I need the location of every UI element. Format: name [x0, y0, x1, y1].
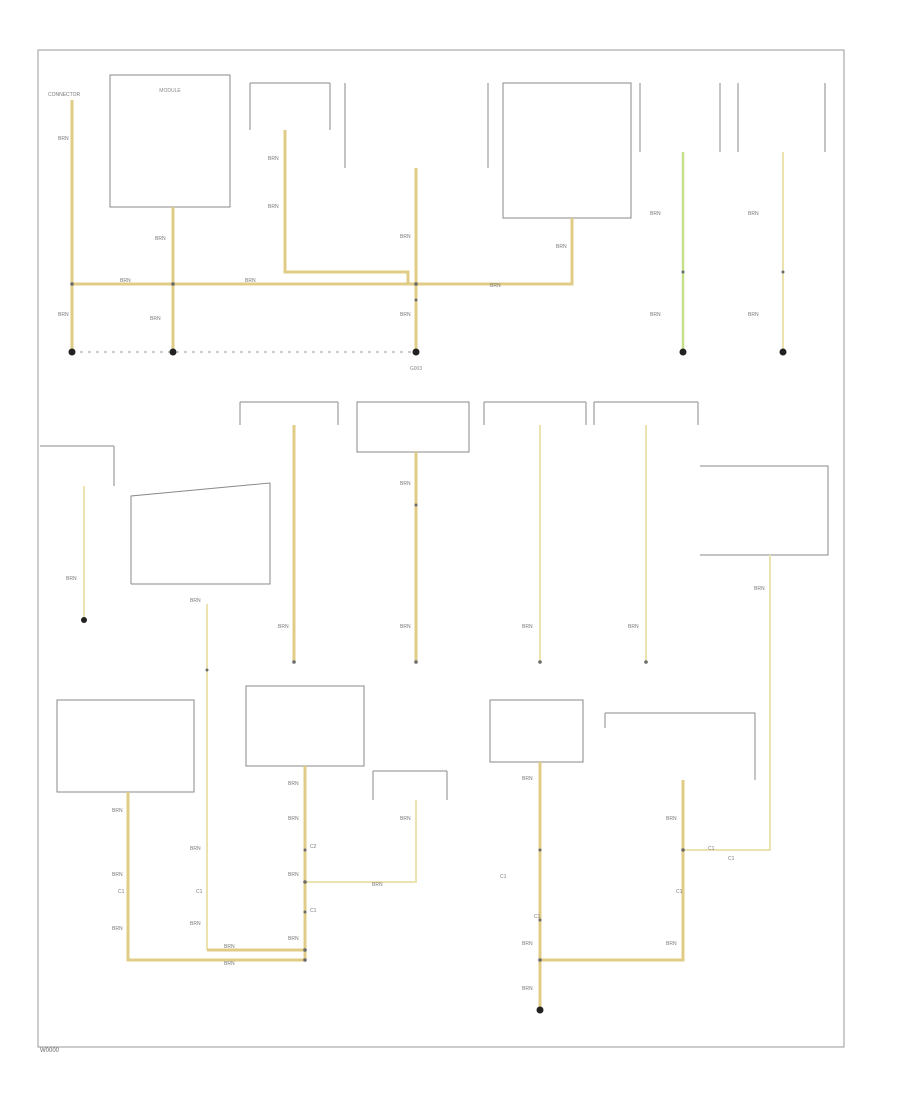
svg-text:BRN: BRN — [245, 278, 256, 284]
svg-text:BRN: BRN — [190, 846, 201, 852]
svg-text:C1: C1 — [310, 908, 317, 914]
svg-text:BRN: BRN — [112, 926, 123, 932]
svg-text:BRN: BRN — [754, 586, 765, 592]
svg-text:BRN: BRN — [224, 961, 235, 967]
svg-text:BRN: BRN — [628, 624, 639, 630]
svg-text:BRN: BRN — [400, 816, 411, 822]
component-box-c5 — [639, 83, 721, 152]
ground-g3 — [412, 348, 420, 356]
svg-text:BRN: BRN — [372, 882, 383, 888]
component-box-m4 — [593, 401, 699, 425]
svg-text:C1: C1 — [534, 914, 541, 920]
diagram-code: W0000 — [40, 1048, 60, 1054]
svg-text:C1: C1 — [196, 889, 203, 895]
svg-text:BRN: BRN — [522, 941, 533, 947]
svg-text:BRN: BRN — [278, 624, 289, 630]
component-box-c4 — [502, 82, 632, 219]
svg-text:BRN: BRN — [268, 156, 279, 162]
svg-text:BRN: BRN — [190, 598, 201, 604]
svg-text:BRN: BRN — [268, 204, 279, 210]
ground-g6 — [81, 617, 87, 623]
svg-text:BRN: BRN — [288, 936, 299, 942]
svg-text:BRN: BRN — [650, 312, 661, 318]
svg-text:C1: C1 — [708, 846, 715, 852]
svg-text:BRN: BRN — [666, 816, 677, 822]
component-box-m1 — [239, 401, 339, 425]
svg-text:BRN: BRN — [150, 316, 161, 322]
component-box-m5 — [40, 445, 115, 486]
svg-text:BRN: BRN — [112, 808, 123, 814]
component-box-c3 — [344, 83, 489, 168]
svg-text:BRN: BRN — [190, 921, 201, 927]
top-wires — [70, 100, 784, 353]
svg-text:BRN: BRN — [650, 211, 661, 217]
svg-text:BRN: BRN — [400, 234, 411, 240]
svg-text:G003: G003 — [410, 366, 422, 372]
component-box-c1: MODULE — [109, 74, 231, 208]
component-box-b2 — [245, 685, 365, 767]
svg-text:C1: C1 — [500, 874, 507, 880]
component-box-b1 — [56, 699, 195, 793]
component-box-c2 — [249, 82, 331, 130]
top-junctions — [70, 270, 785, 302]
connector-labels: C1 C1 C2 C1 C1 C1 C1 C1 C1 — [118, 844, 735, 920]
svg-text:C1: C1 — [118, 889, 125, 895]
component-box-c6 — [737, 83, 826, 152]
ground-g10 — [536, 1006, 544, 1014]
svg-text:BRN: BRN — [58, 136, 69, 142]
svg-text:BRN: BRN — [288, 816, 299, 822]
component-box-m3 — [483, 401, 587, 425]
svg-text:BRN: BRN — [120, 278, 131, 284]
svg-text:BRN: BRN — [66, 576, 77, 582]
svg-text:BRN: BRN — [58, 312, 69, 318]
svg-text:BRN: BRN — [522, 776, 533, 782]
svg-text:BRN: BRN — [666, 941, 677, 947]
svg-text:BRN: BRN — [490, 283, 501, 289]
middle-wire-labels: BRN BRN BRN BRN BRN BRN BRN BRN — [66, 481, 765, 630]
component-box-m2 — [356, 401, 470, 453]
svg-text:BRN: BRN — [522, 624, 533, 630]
ground-g4 — [679, 348, 687, 356]
svg-text:C1: C1 — [728, 856, 735, 862]
svg-text:BRN: BRN — [155, 236, 166, 242]
bottom-wires — [126, 762, 685, 1008]
top-left-label: CONNECTOR — [48, 92, 81, 98]
svg-text:BRN: BRN — [522, 986, 533, 992]
svg-text:BRN: BRN — [556, 244, 567, 250]
svg-text:BRN: BRN — [112, 872, 123, 878]
svg-text:BRN: BRN — [400, 481, 411, 487]
component-box-b5 — [604, 712, 756, 780]
middle-grounds — [81, 503, 648, 672]
svg-text:MODULE: MODULE — [159, 88, 181, 94]
middle-wires — [83, 425, 771, 950]
svg-text:BRN: BRN — [288, 872, 299, 878]
svg-text:C1: C1 — [676, 889, 683, 895]
ground-g5 — [779, 348, 787, 356]
component-box-b4 — [489, 699, 584, 763]
top-grounds: G003 — [68, 348, 787, 372]
svg-text:BRN: BRN — [224, 944, 235, 950]
top-wire-labels: BRN BRN BRN BRN BRN BRN BRN BRN BRN BRN … — [58, 136, 759, 322]
component-box-m6 — [130, 482, 271, 585]
ground-g2 — [169, 348, 177, 356]
svg-text:BRN: BRN — [400, 312, 411, 318]
ground-g1 — [68, 348, 76, 356]
bottom-wire-labels: BRN BRN BRN BRN BRN BRN BRN BRN BRN BRN … — [112, 776, 677, 992]
svg-text:BRN: BRN — [748, 312, 759, 318]
svg-text:BRN: BRN — [748, 211, 759, 217]
component-box-m7 — [700, 465, 829, 556]
bottom-junctions — [303, 848, 685, 1014]
svg-text:BRN: BRN — [400, 624, 411, 630]
svg-text:BRN: BRN — [288, 781, 299, 787]
diagram-frame — [37, 49, 845, 1048]
component-box-b3 — [372, 770, 448, 800]
svg-text:C2: C2 — [310, 844, 317, 850]
